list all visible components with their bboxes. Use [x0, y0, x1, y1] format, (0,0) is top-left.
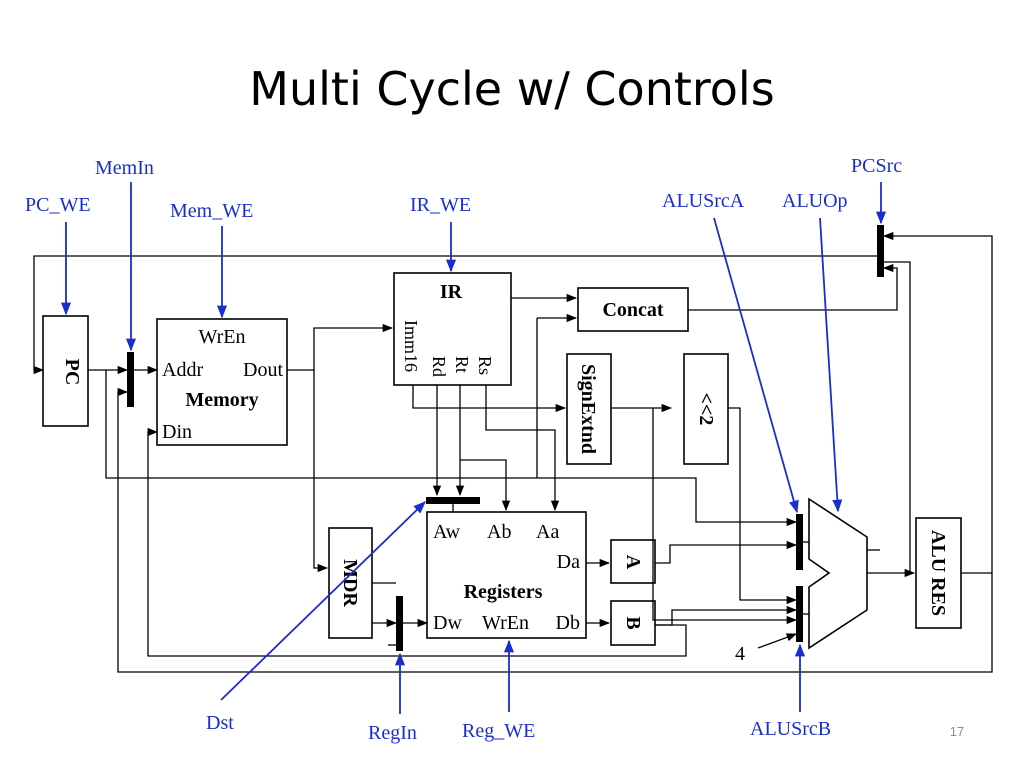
ir-imm16-label: Imm16	[401, 320, 421, 372]
reg-da-label: Da	[557, 551, 580, 573]
control-signals: MemIn PC_WE Mem_WE IR_WE PCSrc ALUSrcA A…	[25, 155, 902, 744]
memory-name-label: Memory	[185, 389, 258, 411]
ir-rs-label: Rs	[475, 356, 495, 375]
mem-we-label: Mem_WE	[170, 200, 253, 222]
shift-left-2-block: <<2	[683, 353, 729, 465]
shift-label: <<2	[695, 393, 717, 426]
alusrca-label: ALUSrcA	[662, 190, 745, 212]
memory-wren-label: WrEn	[199, 326, 246, 348]
alusrca-mux	[796, 514, 803, 570]
a-register: A	[610, 539, 656, 584]
reg-wren-label: WrEn	[482, 612, 529, 634]
mdr-label: MDR	[339, 559, 361, 607]
memory-dout-label: Dout	[243, 359, 283, 381]
data-wires	[33, 231, 993, 673]
pcsrc-label: PCSrc	[851, 155, 902, 177]
memory-addr-label: Addr	[162, 359, 203, 381]
const-4-label: 4	[735, 643, 745, 665]
alusrcb-label: ALUSrcB	[750, 718, 831, 740]
registers-block: Aw Ab Aa Da Registers Dw WrEn Db	[426, 511, 587, 639]
pc-input-mux	[127, 352, 134, 407]
reg-we-label: Reg_WE	[462, 720, 535, 742]
pc-register: PC	[42, 315, 89, 427]
b-label: B	[622, 616, 644, 629]
pcsrc-mux	[877, 225, 884, 277]
reg-db-label: Db	[556, 612, 580, 634]
ir-block: IR Imm16 Rd Rt Rs	[393, 272, 512, 386]
slide-title: Multi Cycle w/ Controls	[249, 62, 775, 116]
ir-we-label: IR_WE	[410, 194, 471, 216]
b-register: B	[610, 600, 656, 646]
reg-aa-label: Aa	[536, 521, 559, 543]
memory-block: WrEn Addr Dout Memory Din	[156, 318, 288, 446]
slide-number: 17	[949, 724, 965, 739]
a-label: A	[622, 555, 644, 570]
regin-mux	[396, 596, 403, 651]
memin-label: MemIn	[95, 157, 154, 179]
signextnd-block: SignExtnd	[566, 353, 612, 465]
signextnd-label: SignExtnd	[577, 364, 599, 454]
regin-label: RegIn	[368, 722, 417, 744]
pc-we-label: PC_WE	[25, 194, 91, 216]
alusrcb-mux	[796, 586, 803, 642]
alu-res-label: ALU RES	[927, 530, 949, 616]
reg-aw-label: Aw	[433, 521, 461, 543]
memory-din-label: Din	[162, 421, 192, 443]
dst-label: Dst	[206, 712, 234, 734]
ir-rt-label: Rt	[452, 356, 472, 373]
ir-rd-label: Rd	[429, 356, 449, 377]
dst-mux	[426, 497, 480, 504]
mdr-block: MDR	[328, 527, 373, 639]
registers-name-label: Registers	[464, 581, 543, 603]
pc-label: PC	[61, 359, 83, 386]
alu-res-register: ALU RES	[915, 517, 962, 629]
concat-block: Concat	[577, 287, 689, 332]
aluop-label: ALUOp	[782, 190, 848, 212]
ir-name-label: IR	[440, 281, 463, 303]
alu-shape	[808, 497, 868, 650]
reg-ab-label: Ab	[487, 521, 511, 543]
reg-dw-label: Dw	[433, 612, 462, 634]
concat-label: Concat	[602, 299, 663, 321]
